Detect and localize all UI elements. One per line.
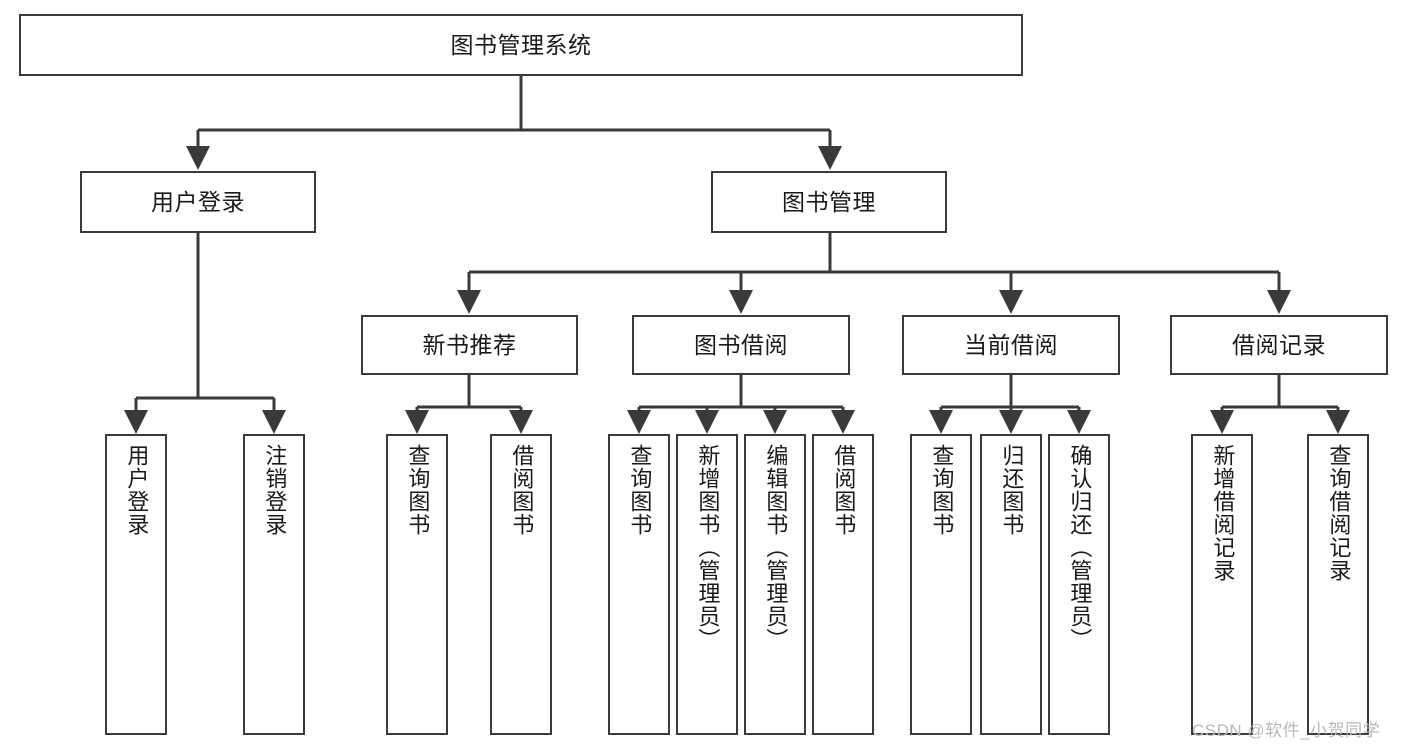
node-user-login[interactable]: 用户登录 — [80, 171, 316, 233]
node-root-label: 图书管理系统 — [450, 31, 592, 58]
node-leaf-1-label: 用户登录 — [124, 444, 150, 536]
node-leaf-6[interactable]: 新增图书（管理员） — [676, 434, 738, 735]
node-current-borrow[interactable]: 当前借阅 — [902, 315, 1120, 375]
node-leaf-4-label: 借阅图书 — [509, 444, 535, 536]
node-book-manage-label: 图书管理 — [782, 188, 876, 215]
node-leaf-13[interactable]: 查询借阅记录 — [1307, 434, 1369, 735]
csdn-watermark: CSDN @软件_小贺同学 — [1192, 721, 1381, 740]
node-leaf-3-label: 查询图书 — [405, 444, 431, 536]
node-book-borrow-label: 图书借阅 — [694, 331, 788, 358]
node-leaf-12-label: 新增借阅记录 — [1210, 444, 1236, 582]
node-leaf-11[interactable]: 确认归还（管理员） — [1048, 434, 1110, 735]
node-leaf-4[interactable]: 借阅图书 — [490, 434, 552, 735]
node-leaf-9-label: 查询图书 — [929, 444, 955, 536]
node-leaf-3[interactable]: 查询图书 — [386, 434, 448, 735]
node-leaf-2[interactable]: 注销登录 — [243, 434, 305, 735]
node-user-login-label: 用户登录 — [151, 188, 245, 215]
node-leaf-2-label: 注销登录 — [262, 444, 288, 536]
node-book-manage[interactable]: 图书管理 — [711, 171, 947, 233]
node-leaf-5[interactable]: 查询图书 — [608, 434, 670, 735]
node-leaf-10[interactable]: 归还图书 — [980, 434, 1042, 735]
node-current-borrow-label: 当前借阅 — [964, 331, 1058, 358]
node-leaf-13-label: 查询借阅记录 — [1326, 444, 1352, 582]
node-leaf-11-label: 确认归还（管理员） — [1067, 444, 1093, 651]
node-borrow-record-label: 借阅记录 — [1232, 331, 1326, 358]
node-new-book-rec-label: 新书推荐 — [422, 331, 517, 358]
node-leaf-9[interactable]: 查询图书 — [910, 434, 972, 735]
node-new-book-rec[interactable]: 新书推荐 — [361, 315, 578, 375]
node-leaf-8-label: 借阅图书 — [831, 444, 857, 536]
node-leaf-12[interactable]: 新增借阅记录 — [1191, 434, 1253, 735]
node-leaf-7[interactable]: 编辑图书（管理员） — [744, 434, 806, 735]
node-leaf-7-label: 编辑图书（管理员） — [763, 444, 789, 651]
node-leaf-5-label: 查询图书 — [627, 444, 653, 536]
node-leaf-8[interactable]: 借阅图书 — [812, 434, 874, 735]
node-book-borrow[interactable]: 图书借阅 — [632, 315, 850, 375]
node-leaf-1[interactable]: 用户登录 — [105, 434, 167, 735]
node-root[interactable]: 图书管理系统 — [19, 14, 1023, 76]
node-leaf-10-label: 归还图书 — [999, 444, 1025, 536]
node-borrow-record[interactable]: 借阅记录 — [1170, 315, 1388, 375]
node-leaf-6-label: 新增图书（管理员） — [695, 444, 721, 651]
